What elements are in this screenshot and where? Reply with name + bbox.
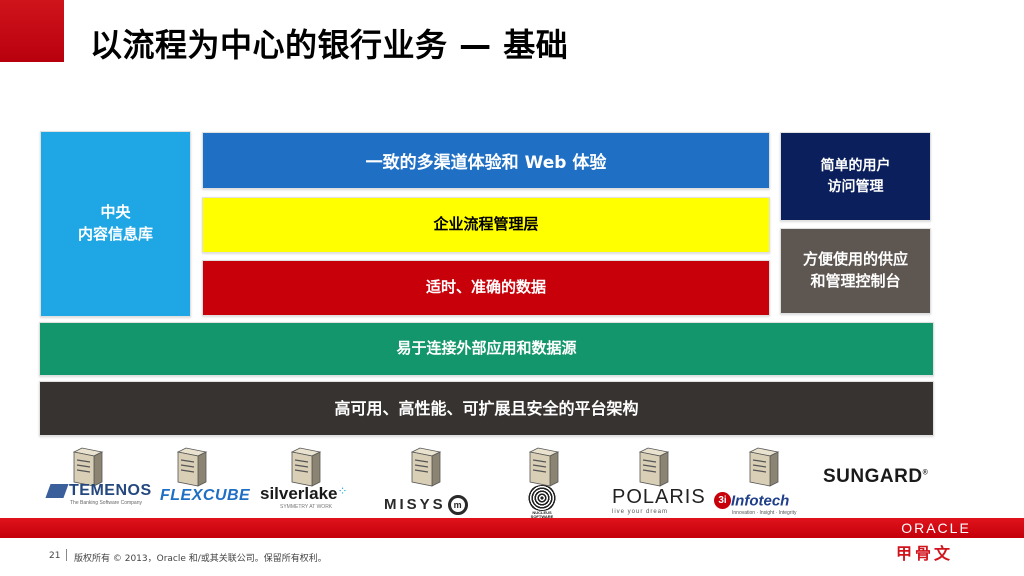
infotech-name: Infotech xyxy=(731,492,790,510)
temenos-logo: TEMENOS The Banking Software Company xyxy=(45,482,152,507)
server-icon xyxy=(638,447,670,487)
silverlake-name: silverlake xyxy=(260,484,338,503)
user-access-line1: 简单的用户 xyxy=(820,158,891,175)
process-management-label: 企业流程管理层 xyxy=(433,215,539,234)
platform-architecture-label: 高可用、高性能、可扩展且安全的平台架构 xyxy=(334,398,639,418)
oracle-logo-box: ORACLE xyxy=(886,518,986,538)
silverlake-tagline: SYMMETRY AT WORK xyxy=(280,504,333,510)
misys-name: MISYS xyxy=(384,495,446,513)
server-icon xyxy=(290,447,322,487)
nucleus-disc-icon xyxy=(527,485,557,511)
sungard-logo: SUNGARD® xyxy=(823,466,928,488)
nucleus-software-logo: NUCLEUS SOFTWARE xyxy=(524,485,560,520)
central-content-repository-block: 中央 内容信息库 xyxy=(40,131,191,317)
footer-separator xyxy=(66,549,67,561)
silverlake-dots-icon: ⁘ xyxy=(337,484,348,498)
provisioning-console-line2: 和管理控制台 xyxy=(810,272,901,290)
provisioning-console-line1: 方便使用的供应 xyxy=(802,250,908,269)
footer-bar xyxy=(0,518,1024,538)
polaris-name: POLARIS xyxy=(612,486,706,508)
external-connectivity-block: 易于连接外部应用和数据源 xyxy=(39,322,934,376)
flexcube-logo: FLEXCUBE xyxy=(160,487,251,504)
polaris-tagline: live your dream xyxy=(612,509,669,515)
multichannel-experience-label: 一致的多渠道体验和 Web 体验 xyxy=(365,153,607,173)
nucleus-line2: SOFTWARE xyxy=(530,514,554,520)
server-icon xyxy=(410,447,442,487)
server-icon xyxy=(748,447,780,487)
copyright-notice: 版权所有 © 2013，Oracle 和/或其关联公司。保留所有权利。 xyxy=(74,554,327,564)
oracle-logo: ORACLE xyxy=(901,520,971,536)
sungard-registered-mark: ® xyxy=(922,469,929,477)
infotech-badge-icon: 3i xyxy=(714,492,731,510)
process-management-layer-block: 企业流程管理层 xyxy=(202,197,770,253)
multichannel-experience-block: 一致的多渠道体验和 Web 体验 xyxy=(202,132,770,189)
silverlake-logo: silverlake⁘ SYMMETRY AT WORK xyxy=(260,484,348,510)
timely-data-label: 适时、准确的数据 xyxy=(425,278,546,297)
page-number: 21 xyxy=(49,551,61,561)
server-icon xyxy=(72,447,104,487)
infotech-tagline: Innovation · Insight · Integrity xyxy=(732,510,797,516)
temenos-tagline: The Banking Software Company xyxy=(70,500,142,507)
polaris-logo: POLARIS live your dream xyxy=(612,486,706,515)
content-repository-line1: 中央 xyxy=(100,203,131,222)
platform-architecture-block: 高可用、高性能、可扩展且安全的平台架构 xyxy=(39,381,934,436)
temenos-mark-icon xyxy=(45,484,69,498)
slide-title: 以流程为中心的银行业务 — 基础 xyxy=(90,26,569,64)
user-access-line2: 访问管理 xyxy=(827,178,884,195)
provisioning-console-block: 方便使用的供应 和管理控制台 xyxy=(780,228,931,314)
user-access-management-block: 简单的用户 访问管理 xyxy=(780,132,931,221)
corner-accent xyxy=(0,0,64,62)
server-icon xyxy=(176,447,208,487)
timely-data-block: 适时、准确的数据 xyxy=(202,260,770,316)
content-repository-line2: 内容信息库 xyxy=(77,225,153,243)
temenos-name: TEMENOS xyxy=(69,482,152,499)
external-connectivity-label: 易于连接外部应用和数据源 xyxy=(396,339,577,358)
sungard-name: SUNGARD xyxy=(823,466,923,487)
misys-mark-icon: m xyxy=(447,495,468,515)
server-icon xyxy=(528,447,560,487)
oracle-chinese-name: 甲骨文 xyxy=(896,544,954,563)
nucleus-line1: NUCLEUS xyxy=(532,510,552,515)
